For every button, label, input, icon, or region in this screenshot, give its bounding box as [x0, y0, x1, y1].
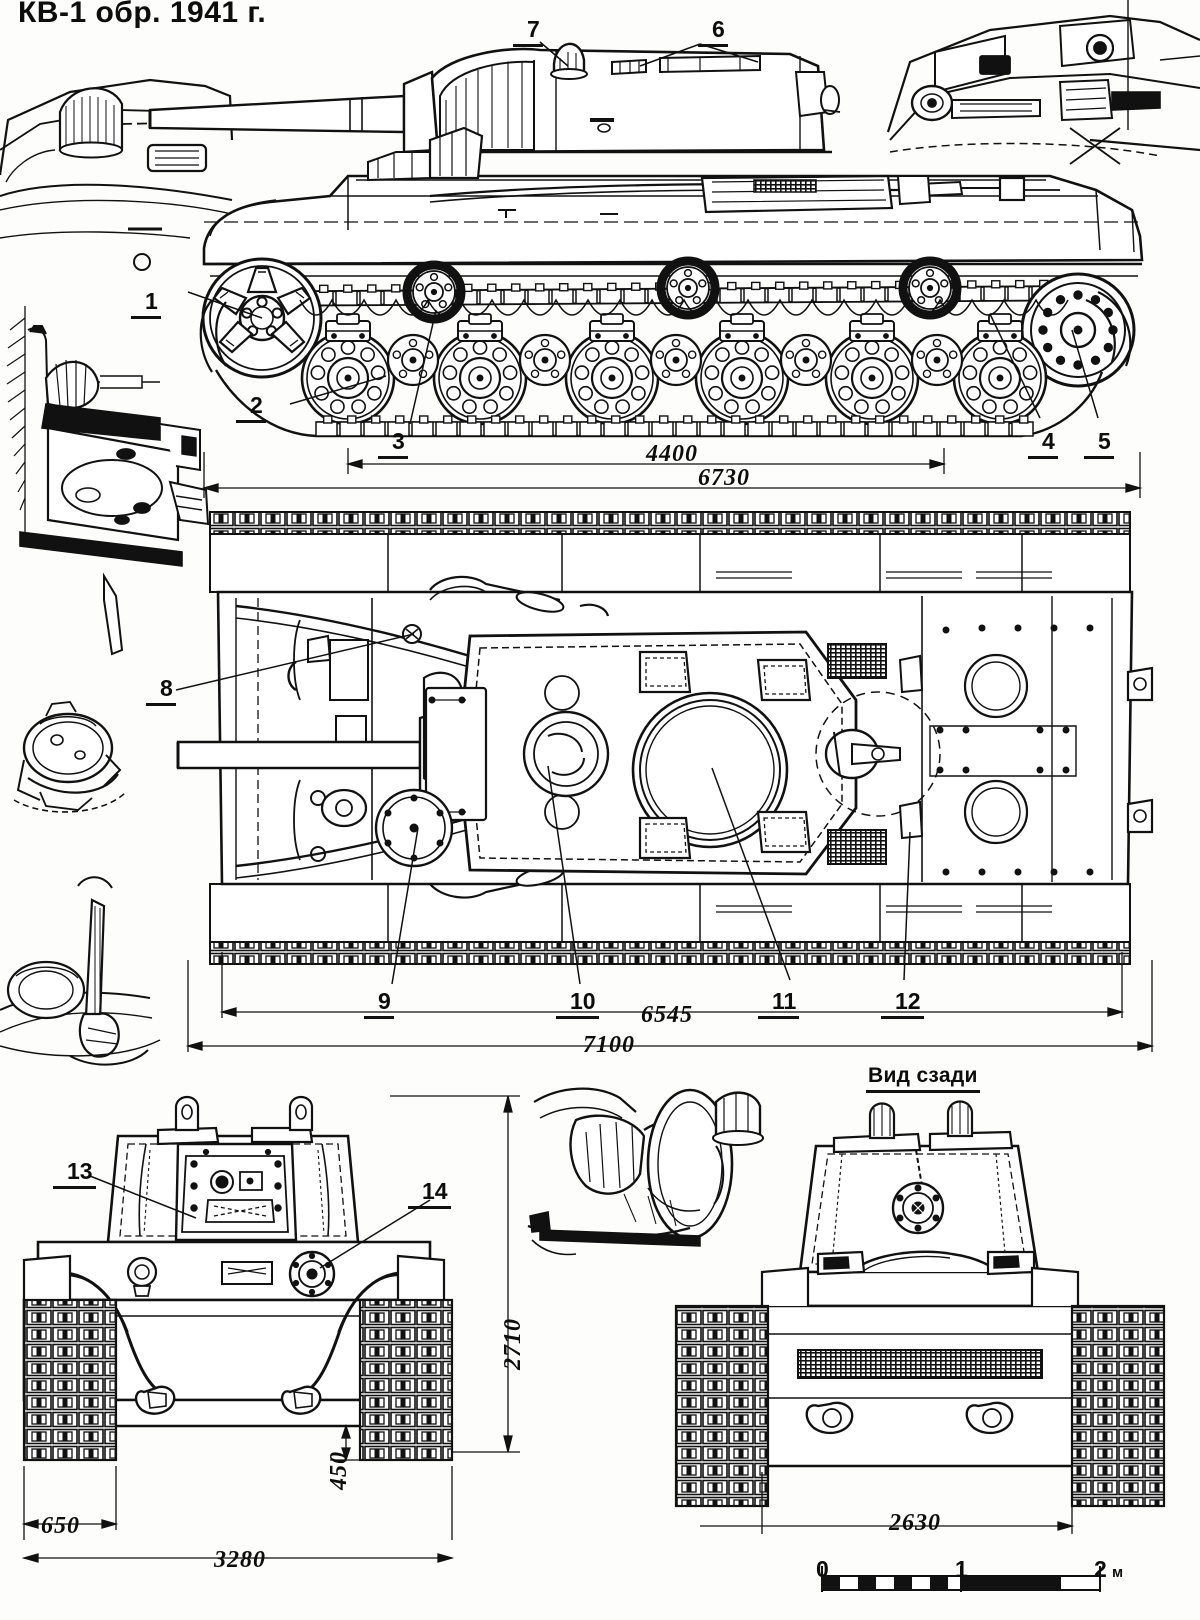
- drive-sprocket: [1020, 272, 1136, 388]
- callout-6: 6: [698, 16, 728, 47]
- callout-3: 3: [378, 428, 408, 459]
- dimension-ground-clearance: 450: [326, 1451, 352, 1490]
- callout-14: 14: [408, 1178, 451, 1209]
- scale-bar: [821, 1566, 1101, 1592]
- dimension-track-width: 650: [41, 1513, 80, 1539]
- plan-view: [176, 511, 1154, 965]
- callout-9: 9: [364, 988, 394, 1019]
- detail-inset-driver-hatch: [6, 306, 210, 656]
- rear-view: [674, 1100, 1166, 1508]
- plan-view-dimension-lines: [185, 952, 1155, 1052]
- scale-tick-2: 2: [1094, 1556, 1107, 1582]
- front-view: [22, 1095, 454, 1462]
- side-view: [148, 42, 1144, 438]
- detail-inset-headlight: [13, 701, 127, 813]
- dimension-overall-length: 7100: [583, 1032, 635, 1058]
- side-view-dimension-lines: [201, 448, 1143, 498]
- scale-tick-0: 0: [816, 1556, 829, 1582]
- dimension-plan-inner-length: 6545: [641, 1002, 693, 1028]
- track-links-lower: [315, 415, 1034, 437]
- detail-inset-mantlet: [527, 1087, 764, 1256]
- dimension-hull-width-rear: 2630: [889, 1510, 941, 1536]
- callout-1: 1: [131, 288, 161, 319]
- rear-view-dimension-lines: [700, 1460, 1075, 1534]
- scale-unit-label: м: [1112, 1564, 1124, 1581]
- callout-10: 10: [556, 988, 599, 1019]
- track-wrap: [199, 291, 1132, 373]
- callout-7: 7: [513, 16, 543, 47]
- track-sag: [299, 298, 1069, 316]
- callout-5: 5: [1084, 428, 1114, 459]
- callout-2: 2: [236, 392, 266, 423]
- callout-12: 12: [881, 988, 924, 1019]
- dimension-hull-length: 6730: [698, 465, 750, 491]
- dimension-overall-width-front: 3280: [214, 1547, 266, 1573]
- page-title: КВ-1 обр. 1941 г.: [18, 0, 267, 29]
- front-view-dimension-lines: [21, 1095, 520, 1563]
- callout-4: 4: [1028, 428, 1058, 459]
- dimension-track-contact-length: 4400: [646, 441, 698, 467]
- callout-11: 11: [757, 988, 800, 1019]
- detail-inset-antenna-base: [0, 876, 161, 1066]
- scale-tick-1: 1: [955, 1556, 968, 1582]
- rear-view-label: Вид сзади: [866, 1064, 980, 1093]
- callout-13: 13: [53, 1158, 96, 1189]
- detail-inset-hull-rear-corner: [886, 0, 1200, 165]
- dimension-overall-height: 2710: [500, 1318, 526, 1370]
- idler-support-rollers: [386, 333, 964, 387]
- callout-8: 8: [146, 675, 176, 706]
- callout-leader-lines: [89, 41, 1099, 1269]
